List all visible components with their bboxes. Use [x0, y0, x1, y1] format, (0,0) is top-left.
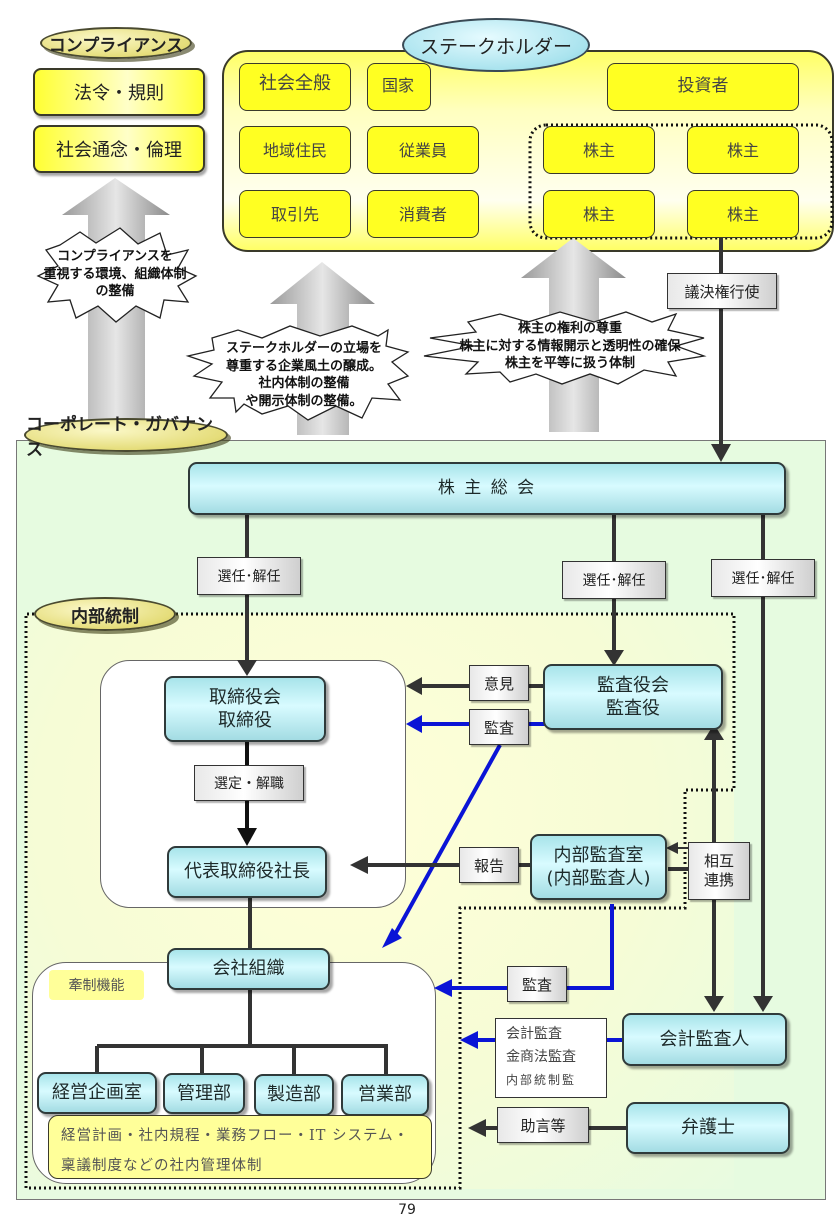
- burst-line: 株主に対する情報開示と透明性の確保: [459, 338, 681, 354]
- opinion-label: 意見: [469, 665, 529, 701]
- box-line: 相互: [703, 851, 734, 870]
- shareholder-group-border: [528, 123, 834, 240]
- burst-line: 社内体制の整備: [258, 376, 350, 392]
- lawyer-box: 弁護士: [626, 1102, 790, 1154]
- department-administration: 管理部: [163, 1073, 245, 1114]
- shareholder-box: 株主: [543, 190, 655, 238]
- department-manufacturing: 製造部: [254, 1074, 334, 1116]
- internal-management-systems: 経営計画・社内規程・業務フロー・IT システム・ 稟議制度などの社内管理体制: [48, 1115, 432, 1179]
- stakeholder-investors: 投資者: [607, 63, 799, 111]
- stakeholder-burst-text: ステークホルダーの立場を 尊重する企業風土の醸成。 社内体制の整備 や開示体制の…: [214, 340, 394, 410]
- shareholder-box: 株主: [687, 126, 799, 174]
- compliance-item-ethics: 社会通念・倫理: [33, 125, 205, 173]
- report-label: 報告: [459, 847, 519, 883]
- stakeholder-employees: 従業員: [367, 126, 479, 174]
- box-line: 取締役会: [209, 686, 281, 708]
- accounting-audit-labels: 会計監査 金商法監査 内部統制監: [495, 1018, 607, 1098]
- stakeholder-title-badge: ステークホルダー: [402, 18, 590, 72]
- company-organization-box: 会社組織: [167, 948, 330, 990]
- stakeholder-suppliers: 取引先: [239, 190, 351, 238]
- shareholder-box: 株主: [687, 190, 799, 238]
- burst-line: 株主を平等に扱う体制: [504, 356, 635, 372]
- audit-type: 内部統制監: [506, 1073, 577, 1087]
- audit-label-board: 監査: [469, 709, 529, 745]
- burst-line: 尊重する企業風土の醸成。: [225, 358, 382, 374]
- systems-line: 稟議制度などの社内管理体制: [61, 1158, 263, 1174]
- burst-line: 重視する環境、組織体制: [43, 266, 187, 282]
- compliance-title-badge: コンプライアンス: [40, 27, 192, 59]
- corporate-auditors-box: 監査役会 監査役: [543, 664, 723, 730]
- audit-type: 会計監査: [506, 1026, 562, 1042]
- voting-rights-label: 議決権行使: [667, 273, 777, 309]
- general-meeting-box: 株 主 総 会: [188, 462, 786, 515]
- box-line: 取締役: [218, 710, 272, 731]
- accounting-auditor-box: 会計監査人: [622, 1013, 787, 1066]
- audit-label-org: 監査: [507, 966, 567, 1002]
- box-line: 監査役: [606, 698, 660, 719]
- compliance-burst-text: コンプライアンスを 重視する環境、組織体制 の整備: [40, 248, 190, 301]
- advice-label: 助言等: [497, 1107, 589, 1143]
- burst-line: や開示体制の整備。: [245, 393, 363, 409]
- board-of-directors-box: 取締役会 取締役: [164, 676, 326, 742]
- box-line: 内部監査室: [553, 844, 644, 866]
- burst-line: 株主の権利の尊重: [517, 321, 622, 336]
- burst-line: コンプライアンスを: [57, 249, 173, 264]
- governance-title-badge: コーポレート・ガバナンス: [24, 415, 228, 460]
- box-line: (内部監査人): [546, 868, 651, 889]
- shareholder-burst-shape: [423, 311, 707, 385]
- internal-control-title-badge: 内部統制: [34, 597, 176, 631]
- page-number: 79: [398, 1202, 416, 1218]
- internal-control-border: [24, 612, 736, 1190]
- restraint-function-label: 牽制機能: [49, 970, 144, 1000]
- department-planning: 経営企画室: [37, 1072, 157, 1114]
- mutual-cooperation-label: 相互 連携: [688, 842, 750, 900]
- burst-line: ステークホルダーの立場を: [225, 341, 382, 356]
- department-sales: 営業部: [341, 1074, 429, 1116]
- stakeholder-consumers: 消費者: [367, 190, 479, 238]
- president-box: 代表取締役社長: [167, 846, 327, 898]
- shareholder-box: 株主: [543, 126, 655, 174]
- appoint-label-auditors: 選任･解任: [562, 561, 666, 599]
- stakeholder-residents: 地域住民: [239, 126, 351, 174]
- stakeholder-state: 国家: [367, 63, 431, 111]
- compliance-burst-shape: [36, 227, 198, 323]
- box-line: 監査役会: [597, 674, 669, 696]
- audit-type: 金商法監査: [506, 1049, 576, 1065]
- burst-line: の整備: [95, 284, 135, 300]
- systems-line: 経営計画・社内規程・業務フロー・IT システム・: [61, 1128, 410, 1144]
- appoint-label-board: 選任･解任: [197, 557, 301, 595]
- shareholder-burst-text: 株主の権利の尊重 株主に対する情報開示と透明性の確保 株主を平等に扱う体制: [440, 320, 700, 373]
- compliance-item-laws: 法令・規則: [33, 68, 205, 116]
- internal-audit-box: 内部監査室 (内部監査人): [530, 834, 667, 900]
- appoint-label-accounting: 選任･解任: [711, 559, 815, 597]
- box-line: 連携: [703, 871, 734, 889]
- selection-dismissal-label: 選定・解職: [194, 765, 304, 801]
- stakeholder-burst-shape: [185, 325, 410, 421]
- stakeholder-society: 社会全般: [239, 63, 351, 111]
